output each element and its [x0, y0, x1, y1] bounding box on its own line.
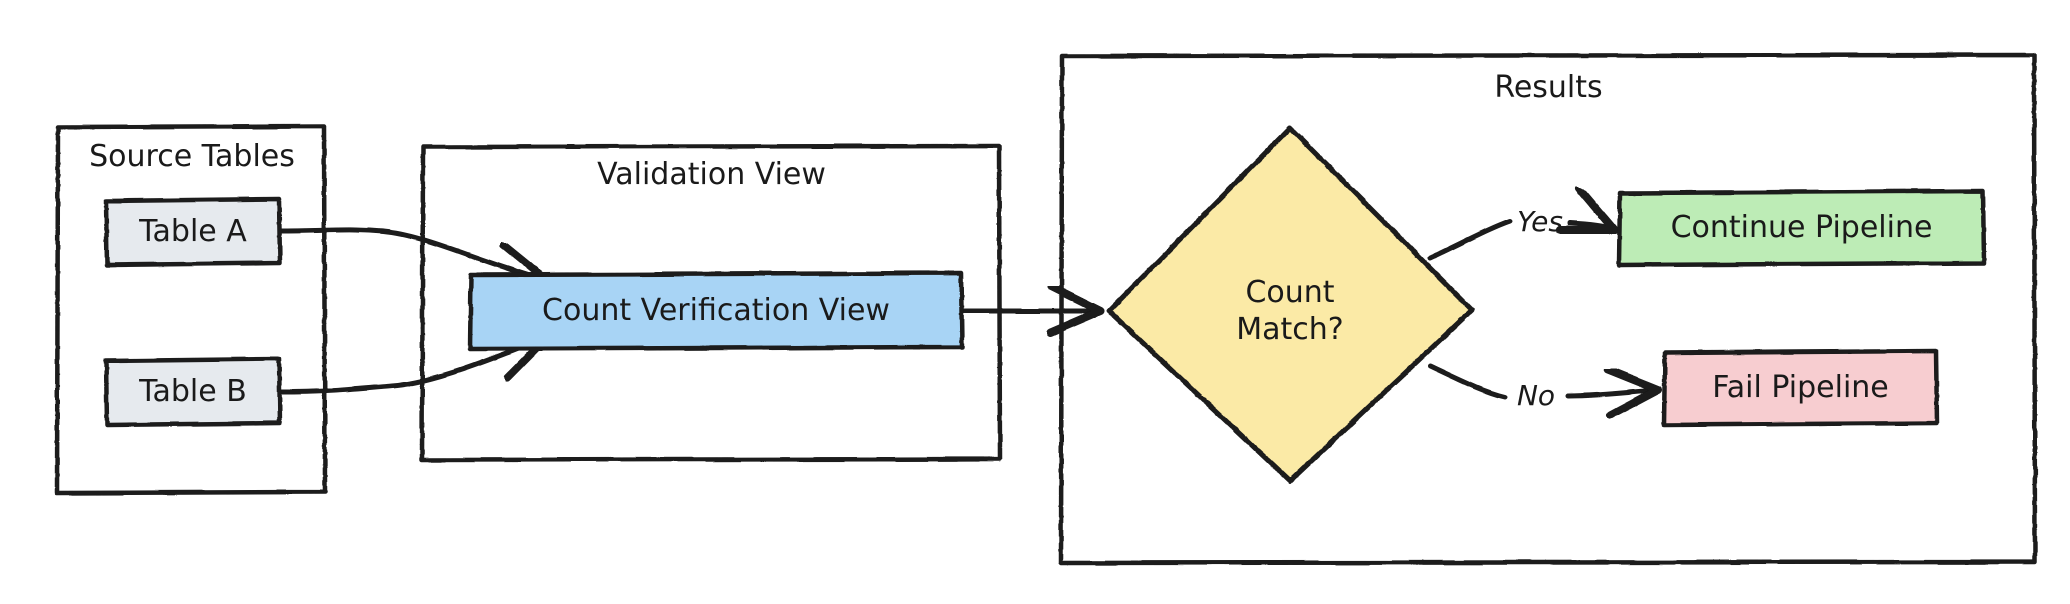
group-results-border [1058, 52, 2038, 566]
node-count-verification-view-shape [467, 270, 965, 352]
edge-table-b-to-view [275, 338, 545, 395]
node-count-match-shape [1106, 125, 1475, 484]
edge-decision-yes-part1 [1427, 218, 1513, 261]
edge-decision-no-part1 [1427, 363, 1508, 400]
node-continue-pipeline-shape [1616, 188, 1987, 268]
node-table-b-shape [103, 356, 283, 428]
edge-decision-yes-part2 [1570, 223, 1612, 229]
group-source-tables-border [54, 123, 328, 496]
node-table-a-shape [103, 196, 283, 268]
group-validation-view-border [419, 143, 1003, 463]
edge-decision-no-part2 [1565, 390, 1656, 396]
node-fail-pipeline-shape [1661, 348, 1940, 428]
edge-table-a-to-view [275, 227, 545, 280]
